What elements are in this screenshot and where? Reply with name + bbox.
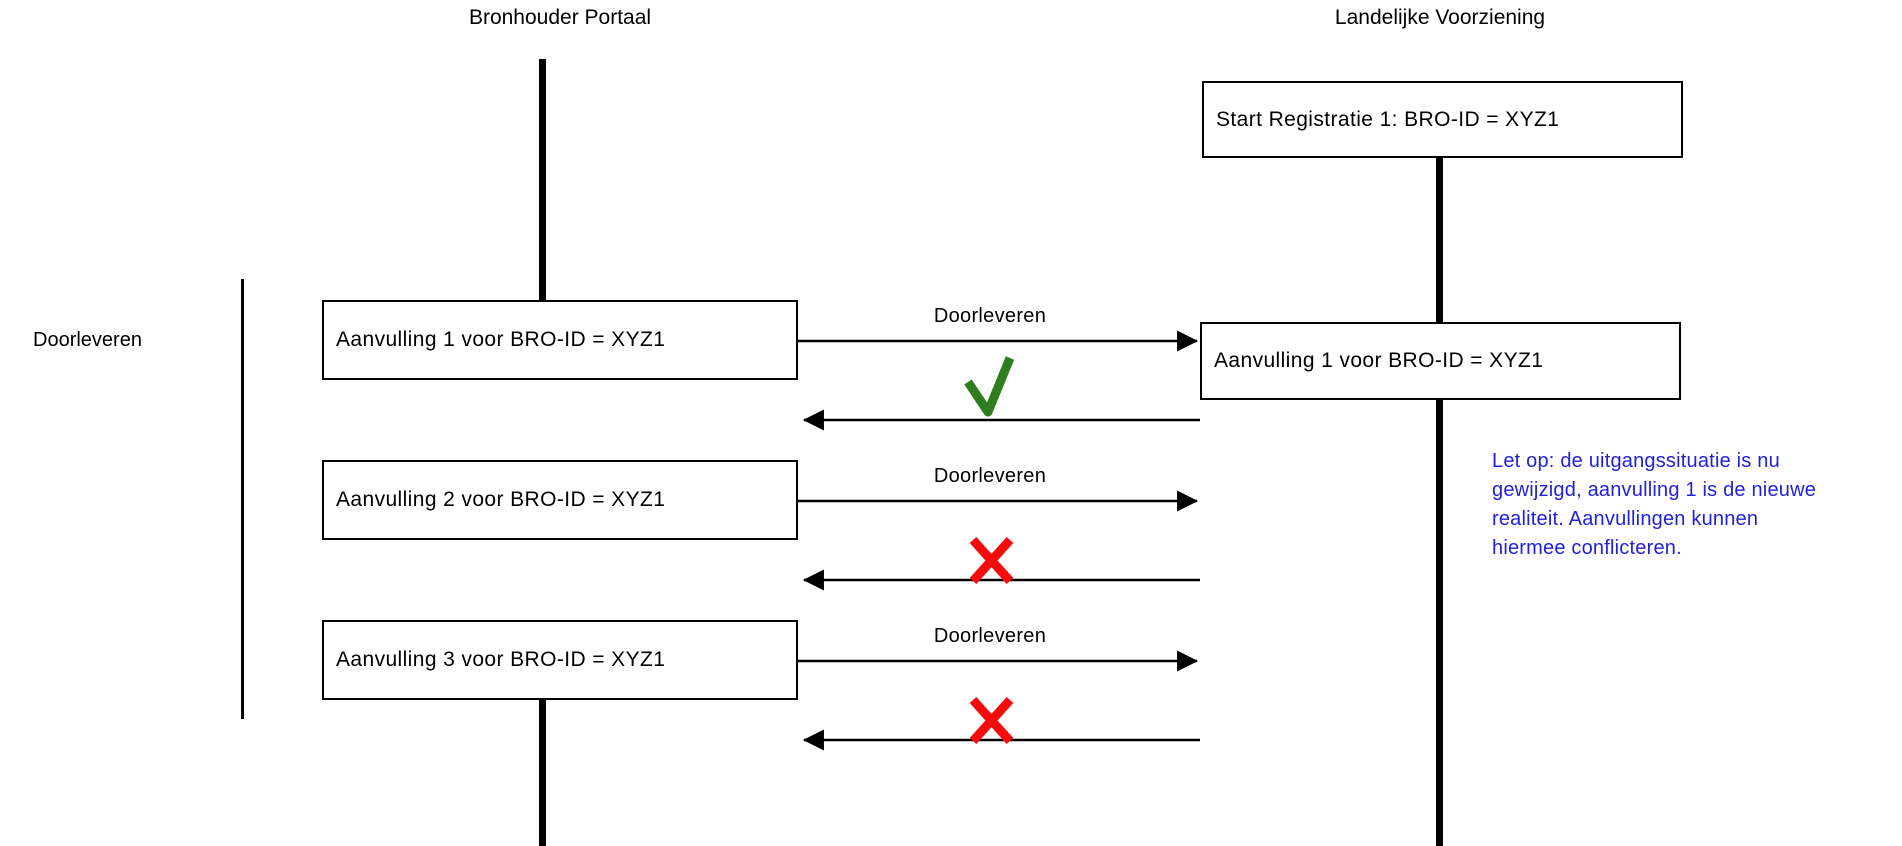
- box-aanvulling-2-left-label: Aanvulling 2 voor BRO-ID = XYZ1: [336, 488, 666, 511]
- warning-note-line-4: hiermee conflicteren.: [1492, 537, 1682, 559]
- box-aanvulling-2-left: Aanvulling 2 voor BRO-ID = XYZ1: [322, 460, 798, 540]
- warning-note: Let op: de uitgangssituatie is nu gewijz…: [1492, 447, 1816, 563]
- box-aanvulling-3-left-label: Aanvulling 3 voor BRO-ID = XYZ1: [336, 648, 666, 671]
- box-start-registratie-label: Start Registratie 1: BRO-ID = XYZ1: [1216, 107, 1560, 131]
- box-aanvulling-1-right: Aanvulling 1 voor BRO-ID = XYZ1: [1200, 322, 1681, 400]
- box-aanvulling-3-left: Aanvulling 3 voor BRO-ID = XYZ1: [322, 620, 798, 700]
- message-label-doorleveren-3: Doorleveren: [933, 625, 1047, 647]
- x-icon-stroke-b: [969, 696, 1014, 745]
- warning-note-line-2: gewijzigd, aanvulling 1 is de nieuwe: [1492, 479, 1817, 501]
- box-start-registratie: Start Registratie 1: BRO-ID = XYZ1: [1202, 81, 1683, 158]
- box-aanvulling-1-right-label: Aanvulling 1 voor BRO-ID = XYZ1: [1214, 349, 1544, 372]
- actor-title-landelijke-voorziening: Landelijke Voorziening: [1334, 6, 1546, 29]
- message-label-doorleveren-2: Doorleveren: [933, 465, 1047, 487]
- lifeline-bronhouder-top-segment: [539, 59, 546, 302]
- warning-note-line-3: realiteit. Aanvullingen kunnen: [1492, 508, 1759, 530]
- actor-title-bronhouder-portaal: Bronhouder Portaal: [468, 6, 652, 29]
- x-icon: [969, 536, 1014, 585]
- group-bracket-line: [241, 279, 244, 719]
- x-icon: [969, 696, 1014, 745]
- lifeline-landelijke-bottom-segment: [1436, 399, 1443, 846]
- box-aanvulling-1-left-label: Aanvulling 1 voor BRO-ID = XYZ1: [336, 328, 666, 351]
- group-label-doorleveren: Doorleveren: [33, 329, 142, 351]
- check-icon: [964, 356, 1015, 417]
- lifeline-landelijke-top-segment: [1436, 157, 1443, 323]
- warning-note-line-1: Let op: de uitgangssituatie is nu: [1492, 450, 1780, 472]
- box-aanvulling-1-left: Aanvulling 1 voor BRO-ID = XYZ1: [322, 300, 798, 380]
- x-icon-stroke-b: [969, 536, 1014, 585]
- lifeline-bronhouder-bottom-segment: [539, 699, 546, 846]
- message-label-doorleveren-1: Doorleveren: [933, 305, 1047, 327]
